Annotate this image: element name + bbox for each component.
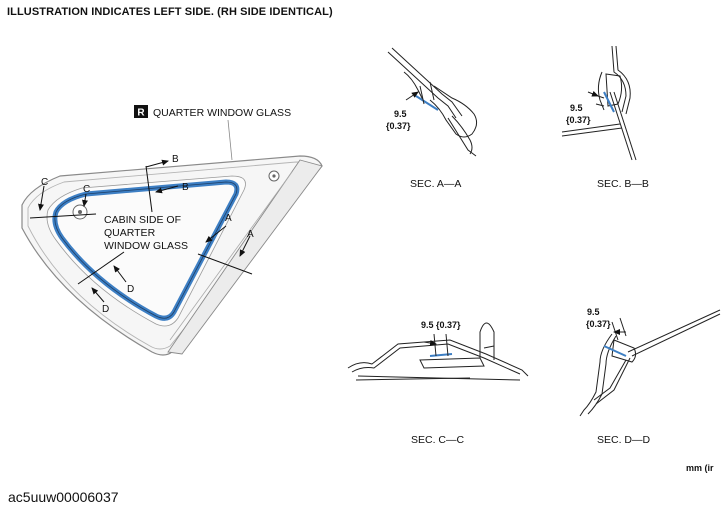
section-b-b-drawing <box>561 45 637 161</box>
sec-c-title: SEC. C—C <box>411 434 465 446</box>
sec-b-dim-value: 9.5 <box>570 103 583 113</box>
svg-text:B: B <box>172 154 179 165</box>
part-badge-letter: R <box>137 108 145 119</box>
svg-text:CABIN SIDE OF: CABIN SIDE OF <box>104 214 181 226</box>
section-marker-letters: B B A A C C D D <box>41 154 254 315</box>
svg-text:A: A <box>247 229 254 240</box>
svg-text:A: A <box>225 213 232 224</box>
section-a-a-drawing <box>387 47 478 157</box>
svg-text:QUARTER: QUARTER <box>104 227 156 239</box>
units-note: mm (ir <box>686 463 714 473</box>
figure-id: ac5uuw00006037 <box>8 489 119 505</box>
illustration-header: ILLUSTRATION INDICATES LEFT SIDE. (RH SI… <box>7 6 333 18</box>
cabin-side-label: CABIN SIDE OF QUARTER WINDOW GLASS <box>104 214 188 252</box>
section-c-c-drawing <box>347 322 529 381</box>
part-name: QUARTER WINDOW GLASS <box>153 107 291 119</box>
part-label: R QUARTER WINDOW GLASS <box>134 105 291 119</box>
sec-a-title: SEC. A—A <box>410 178 461 190</box>
sec-a-dim-value: 9.5 <box>394 109 407 119</box>
svg-text:C: C <box>83 184 90 195</box>
sec-d-title: SEC. D—D <box>597 434 651 446</box>
section-d-d-drawing <box>579 309 721 417</box>
sec-d-dim-value: 9.5 <box>587 307 600 317</box>
sec-b-title: SEC. B—B <box>597 178 649 190</box>
svg-text:D: D <box>127 284 134 295</box>
sec-b-dim-inch: {0.37} <box>566 115 591 125</box>
sec-a-dim-inch: {0.37} <box>386 121 411 131</box>
svg-text:B: B <box>182 182 189 193</box>
svg-text:C: C <box>41 177 48 188</box>
sec-c-dim-label: 9.5 {0.37} <box>421 320 461 330</box>
part-badge <box>134 105 148 118</box>
sec-d-dim-inch: {0.37} <box>586 319 611 329</box>
svg-text:WINDOW GLASS: WINDOW GLASS <box>104 240 188 252</box>
glass-panel <box>46 175 246 327</box>
section-markers <box>29 159 253 303</box>
svg-text:D: D <box>102 304 109 315</box>
